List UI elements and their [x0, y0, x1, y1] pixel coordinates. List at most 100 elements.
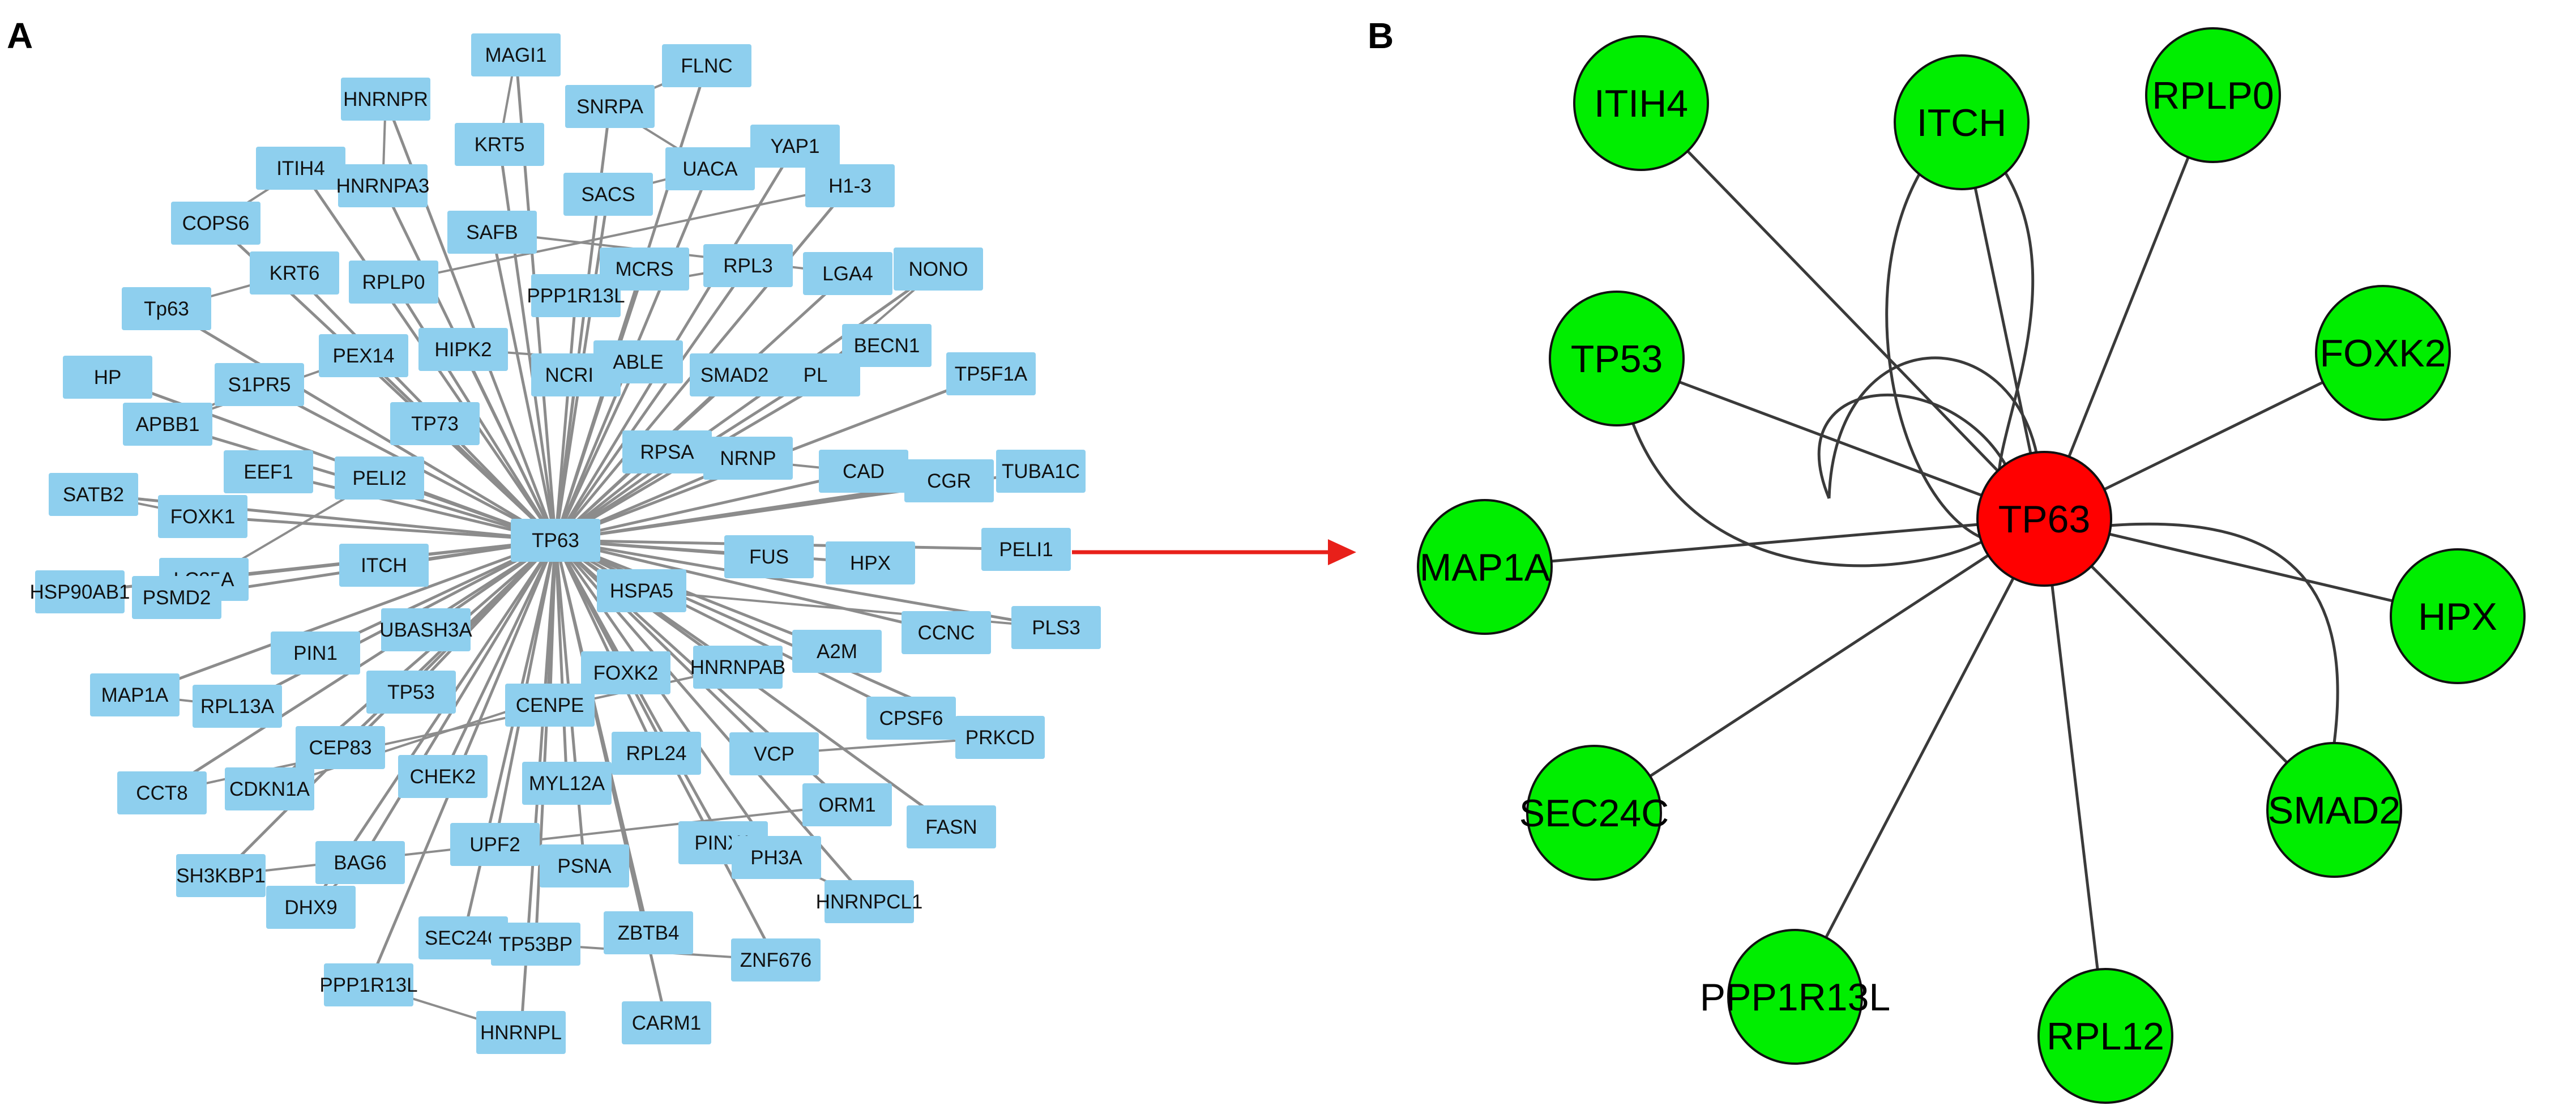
panel-a-node-box	[366, 671, 456, 714]
panel-a-node-box	[662, 44, 751, 87]
panel-a-node-box	[224, 450, 313, 493]
panel-a-node-label: FLNC	[681, 55, 732, 77]
panel-a-node-label: TP73	[411, 413, 459, 435]
panel-a-node-label: BAG6	[334, 852, 386, 874]
panel-b-edge	[1593, 517, 2045, 814]
panel-a-node-box	[349, 261, 438, 304]
panel-b-node-rpl12: RPL12	[2037, 968, 2173, 1104]
panel-a-node-cdkn1a: CDKN1A	[225, 767, 314, 810]
panel-a-node-label: CCT8	[136, 782, 187, 804]
panel-a-node-nrnp: NRNP	[703, 437, 793, 480]
panel-b-node-circle	[1727, 929, 1863, 1065]
panel-a-node-box	[805, 164, 895, 207]
panel-a-edge	[462, 540, 557, 938]
panel-b-edge	[1484, 517, 2045, 569]
panel-a-node-box	[819, 450, 908, 493]
panel-a-node-foxk2: FOXK2	[581, 651, 670, 694]
panel-a-node-box	[176, 854, 266, 897]
panel-a-node-rpl13a: RPL13A	[193, 685, 282, 728]
panel-a-node-cenpe: CENPE	[505, 684, 595, 727]
panel-a-node-label: MYL12A	[529, 773, 605, 795]
panel-a-node-snrpa: SNRPA	[565, 85, 655, 128]
arrow-head	[1328, 539, 1356, 565]
panel-a-node-label: HSP90AB1	[29, 581, 130, 603]
panel-a-node-label: SAFB	[466, 221, 518, 244]
panel-a-edge	[534, 540, 557, 945]
panel-a-node-label: TP53BP	[499, 933, 573, 955]
panel-a-node-rpsa: RPSA	[622, 430, 712, 473]
panel-b-node-label: PPP1R13L	[1700, 976, 1890, 1019]
panel-b-curved-edge	[1885, 121, 2017, 545]
panel-a-node-box	[338, 164, 428, 207]
panel-a-node-safb: SAFB	[447, 211, 537, 254]
panel-a-edge	[554, 374, 578, 541]
panel-a-edge	[490, 232, 557, 541]
panel-a-node-label: KRT6	[270, 262, 320, 284]
panel-a-node-label: PLS3	[1032, 617, 1080, 639]
panel-a-node-hsp90ab1: HSP90AB1	[29, 570, 130, 613]
panel-a-node-carm1: CARM1	[622, 1001, 711, 1044]
panel-a-edge	[555, 539, 947, 634]
panel-a-node-cgr: CGR	[904, 459, 994, 502]
panel-a-node-prkcd: PRKCD	[955, 716, 1045, 759]
panel-a-node-box	[117, 771, 207, 814]
panel-a-node-label: SH3KBP1	[176, 865, 266, 887]
panel-b-node-foxk2: FOXK2	[2315, 285, 2451, 421]
panel-a-node-label: TUBA1C	[1002, 460, 1080, 483]
panel-a-node-chek2: CHEK2	[398, 755, 488, 798]
panel-b-node-circle	[2037, 968, 2173, 1104]
panel-a-node-box	[447, 211, 537, 254]
panel-a-node-box	[476, 1011, 566, 1054]
panel-a-node-box	[250, 251, 339, 295]
panel-a-node-hnrnpcl1: HNRNPCL1	[816, 880, 922, 923]
panel-a-node-box	[540, 844, 629, 887]
panel-a-node-tp63: Tp63	[122, 287, 211, 330]
panel-a-node-label: H1-3	[828, 175, 872, 197]
panel-a-edge	[462, 348, 557, 541]
panel-a-node-label: ZBTB4	[618, 922, 680, 944]
panel-a-node-rplp0: RPLP0	[349, 261, 438, 304]
panel-a-node-label: PPP1R13L	[527, 285, 625, 307]
panel-a-node-zbtb4: ZBTB4	[604, 911, 693, 954]
panel-a-node-box	[665, 147, 755, 190]
panel-a-node-label: CDKN1A	[229, 778, 310, 800]
panel-a-node-apbb1: APBB1	[123, 403, 212, 446]
panel-a-node-vcp: VCP	[729, 732, 819, 775]
panel-a-node-smad2: SMAD2	[690, 353, 779, 396]
panel-a-node-label: RPSA	[640, 441, 694, 463]
panel-a-node-tp73: TP73	[390, 402, 480, 445]
panel-b-edge	[2043, 518, 2107, 1036]
panel-a-node-label: HNRNPL	[480, 1022, 562, 1044]
panel-a-node-label: ZNF676	[740, 949, 811, 971]
panel-a-node-ppp1r13l: PPP1R13L	[527, 274, 625, 317]
panel-a-node-label: NONO	[909, 258, 968, 280]
panel-a-node-box	[341, 78, 430, 121]
panel-a-node-label: UBASH3A	[379, 619, 472, 641]
panel-a-node-eef1: EEF1	[224, 450, 313, 493]
panel-a-node-label: CGR	[927, 470, 971, 492]
panel-a-node-fus: FUS	[724, 535, 814, 578]
panel-a-edge	[268, 470, 556, 542]
panel-b-edge	[2044, 517, 2458, 618]
panel-a-edge	[554, 540, 569, 784]
panel-b-node-circle	[1894, 54, 2030, 190]
panel-a-node-itih4: ITIH4	[256, 147, 345, 190]
panel-a-node-label: HNRNPA3	[336, 175, 430, 197]
panel-a-node-box	[324, 963, 413, 1006]
panel-a-node-peli1: PELI1	[981, 528, 1071, 571]
panel-b-node-itih4: ITIH4	[1573, 35, 1709, 171]
panel-b-edge	[1640, 102, 2045, 520]
panel-a-node-box	[996, 450, 1086, 493]
panel-a-node-box	[597, 569, 686, 612]
panel-a-node-pls3: PLS3	[1011, 606, 1101, 649]
panel-a-node-label: S1PR5	[228, 374, 291, 396]
panel-a-node-box	[511, 519, 600, 562]
panel-b-node-label: RPLP0	[2152, 74, 2274, 117]
panel-b-curved-edge	[1615, 358, 2006, 567]
panel-a-node-psna: PSNA	[540, 844, 629, 887]
panel-a-node-box	[122, 287, 211, 330]
panel-a-node-label: CEP83	[309, 737, 372, 759]
panel-a-node-uaca: UACA	[665, 147, 755, 190]
panel-a-node-box	[703, 244, 793, 287]
panel-a-node-box	[339, 544, 429, 587]
